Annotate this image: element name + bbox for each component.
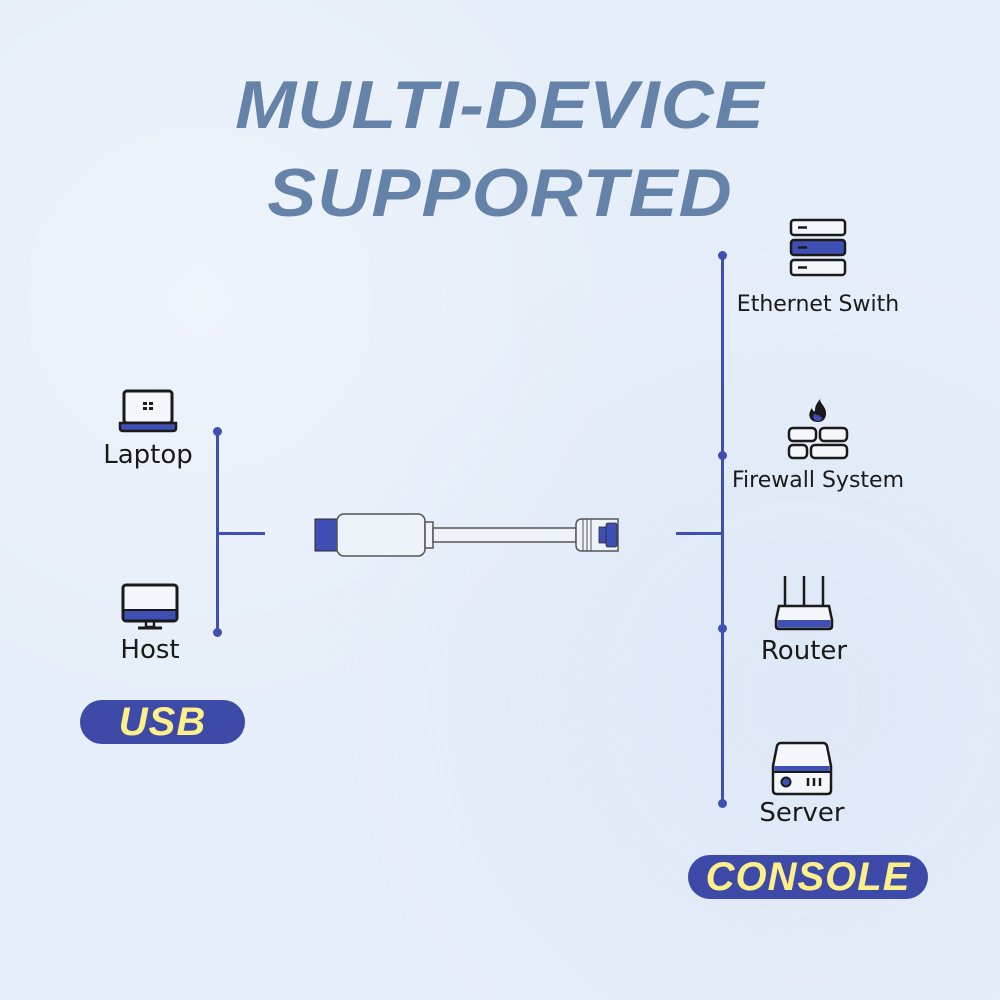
server-icon bbox=[771, 741, 833, 796]
device-label-ethernet-switch: Ethernet Swith bbox=[736, 292, 900, 317]
console-badge: CONSOLE bbox=[688, 855, 928, 899]
desktop-monitor-icon bbox=[121, 583, 179, 630]
device-label-server: Server bbox=[759, 798, 845, 828]
device-laptop: Laptop bbox=[88, 388, 208, 470]
device-router: Router bbox=[714, 574, 894, 666]
right-bus-dot-1 bbox=[718, 251, 727, 260]
device-host: Host bbox=[90, 582, 210, 665]
right-bus-line bbox=[721, 256, 724, 804]
title-line-2: SUPPORTED bbox=[267, 155, 733, 231]
router-icon bbox=[774, 576, 834, 631]
device-label-laptop: Laptop bbox=[103, 440, 193, 470]
device-server: Server bbox=[712, 740, 892, 828]
device-label-firewall: Firewall System bbox=[732, 468, 904, 493]
device-label-router: Router bbox=[760, 636, 848, 666]
laptop-icon bbox=[118, 389, 178, 433]
firewall-icon bbox=[787, 399, 849, 460]
right-bus-dot-3 bbox=[718, 624, 727, 633]
usb-connector bbox=[314, 513, 434, 557]
cable-wire bbox=[432, 527, 577, 543]
right-bus-dot-2 bbox=[718, 451, 727, 460]
device-ethernet-switch: Ethernet Swith bbox=[728, 218, 908, 317]
left-bus-dot-bottom bbox=[213, 628, 222, 637]
left-branch-line bbox=[217, 532, 265, 535]
title-line-1: MULTI-DEVICE bbox=[235, 67, 765, 143]
ethernet-switch-icon bbox=[789, 218, 847, 277]
rj45-connector bbox=[575, 518, 619, 552]
right-branch-line bbox=[676, 532, 722, 535]
device-firewall: Firewall System bbox=[728, 398, 908, 493]
right-bus-dot-4 bbox=[718, 799, 727, 808]
left-bus-dot-top bbox=[213, 427, 222, 436]
usb-to-rj45-cable bbox=[314, 513, 619, 557]
usb-badge: USB bbox=[80, 700, 245, 744]
device-label-host: Host bbox=[120, 635, 180, 665]
